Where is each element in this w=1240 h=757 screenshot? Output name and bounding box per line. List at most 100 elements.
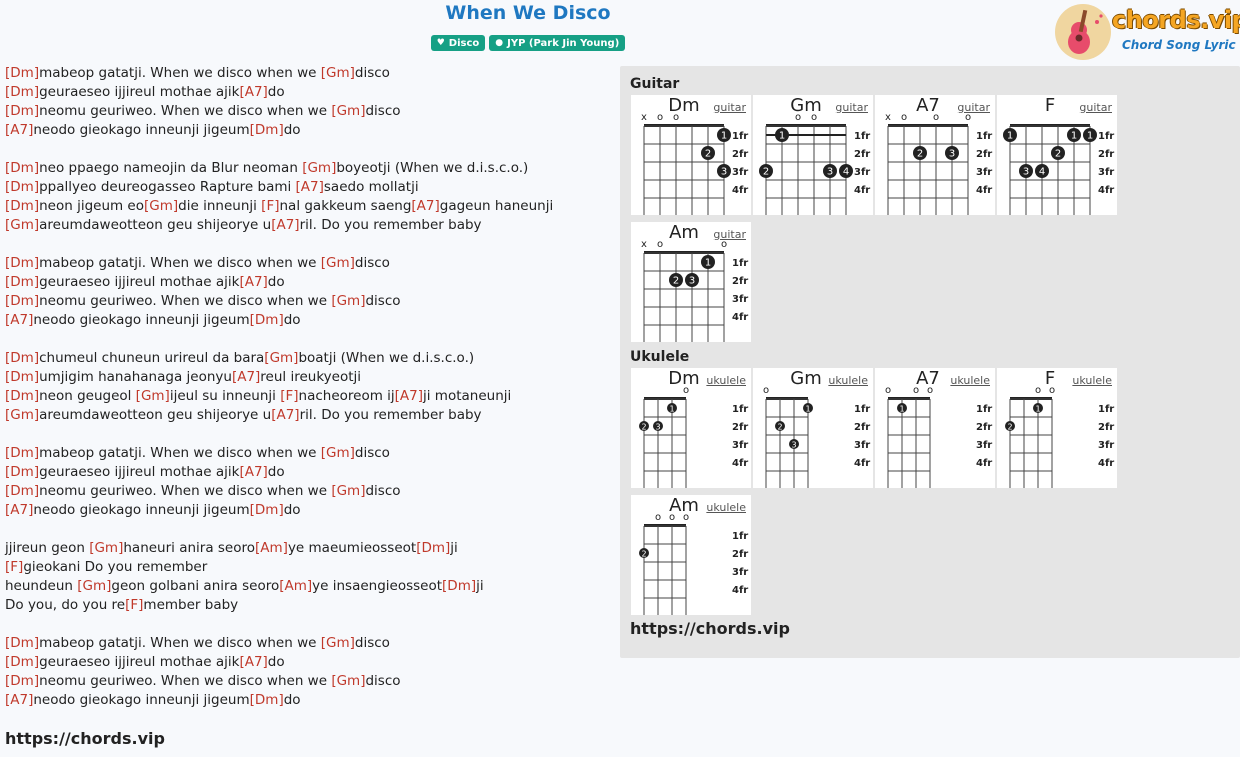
fret-number-label: 3fr [1098, 167, 1114, 178]
chord-instrument-link[interactable]: guitar [713, 101, 746, 114]
fret-number-label: 3fr [976, 440, 992, 451]
chord-link[interactable]: [A7] [239, 654, 268, 670]
chord-link[interactable]: [Gm] [331, 673, 366, 689]
chord-link[interactable]: [Gm] [320, 635, 355, 651]
finger-number: 1 [1071, 131, 1077, 142]
chord-link[interactable]: [A7] [5, 692, 34, 708]
footer-source-link[interactable]: https://chords.vip [5, 729, 165, 748]
lyric-text: disco [354, 445, 390, 461]
chord-link[interactable]: [A7] [271, 217, 300, 233]
panel-source-link[interactable]: https://chords.vip [630, 619, 790, 638]
chord-name: Gm [790, 368, 822, 389]
chord-link[interactable]: [A7] [239, 84, 268, 100]
chord-link[interactable]: [Dm] [5, 179, 40, 195]
chord-link[interactable]: [Dm] [5, 160, 40, 176]
chord-link[interactable]: [Gm] [5, 407, 40, 423]
lyric-text: die inneunji [178, 198, 262, 214]
finger-dot [1019, 164, 1033, 178]
chord-link[interactable]: [Dm] [5, 654, 40, 670]
chord-link[interactable]: [A7] [271, 407, 300, 423]
lyric-line: [Dm]neo ppaego nameojin da Blur neoman [… [5, 159, 605, 178]
chord-link[interactable]: [Dm] [5, 673, 40, 689]
chord-link[interactable]: [A7] [5, 502, 34, 518]
chord-link[interactable]: [Gm] [89, 540, 124, 556]
chord-link[interactable]: [Gm] [331, 483, 366, 499]
chord-link[interactable]: [Gm] [144, 198, 179, 214]
person-icon: ● [495, 38, 504, 48]
chord-link[interactable]: [Dm] [442, 578, 477, 594]
chord-link[interactable]: [Gm] [320, 445, 355, 461]
chord-link[interactable]: [Gm] [5, 217, 40, 233]
tag-artist[interactable]: ● JYP (Park Jin Young) [489, 35, 626, 51]
chord-link[interactable]: [Gm] [135, 388, 170, 404]
chord-link[interactable]: [Dm] [5, 255, 40, 271]
chord-link[interactable]: [Gm] [331, 103, 366, 119]
chord-link[interactable]: [Dm] [5, 445, 40, 461]
chord-link[interactable]: [A7] [5, 122, 34, 138]
chord-link[interactable]: [Dm] [416, 540, 451, 556]
tag-genre[interactable]: ♥ Disco [430, 35, 486, 51]
chord-link[interactable]: [Am] [279, 578, 313, 594]
chord-link[interactable]: [Dm] [5, 103, 40, 119]
chord-link[interactable]: [Dm] [5, 198, 40, 214]
lyric-text: disco [365, 483, 401, 499]
chord-link[interactable]: [Am] [255, 540, 288, 556]
chord-link[interactable]: [Dm] [5, 388, 40, 404]
chord-link[interactable]: [A7] [295, 179, 324, 195]
lyrics-block: [Dm]mabeop gatatji. When we disco when w… [5, 64, 605, 710]
chord-link[interactable]: [F] [125, 597, 144, 613]
chord-link[interactable]: [A7] [5, 312, 34, 328]
chord-link[interactable]: [A7] [231, 369, 261, 385]
chord-instrument-link[interactable]: ukulele [706, 374, 746, 387]
chord-instrument-link[interactable]: ukulele [1072, 374, 1112, 387]
chord-link[interactable]: [Gm] [320, 255, 355, 271]
chord-link[interactable]: [Dm] [249, 312, 284, 328]
chord-link[interactable]: [Dm] [5, 65, 40, 81]
chord-link[interactable]: [Dm] [5, 483, 40, 499]
chord-link[interactable]: [Gm] [331, 293, 366, 309]
chord-instrument-link[interactable]: guitar [1079, 101, 1112, 114]
chord-link[interactable]: [F] [261, 198, 280, 214]
chord-link[interactable]: [Dm] [5, 84, 40, 100]
site-logo[interactable]: chords.vip Chord Song Lyric [1052, 2, 1240, 64]
chord-link[interactable]: [F] [280, 388, 299, 404]
chord-link[interactable]: [A7] [239, 464, 268, 480]
chord-instrument-link[interactable]: ukulele [828, 374, 868, 387]
chord-link[interactable]: [Dm] [5, 464, 40, 480]
chord-link[interactable]: [Dm] [5, 369, 40, 385]
chord-link[interactable]: [Dm] [5, 274, 40, 290]
chord-link[interactable]: [Gm] [77, 578, 112, 594]
chord-instrument-link[interactable]: guitar [713, 228, 746, 241]
fret-number-label: 4fr [854, 185, 870, 196]
chord-instrument-link[interactable]: guitar [957, 101, 990, 114]
chord-link[interactable]: [A7] [411, 198, 440, 214]
chord-link[interactable]: [A7] [239, 274, 268, 290]
chord-instrument-link[interactable]: ukulele [706, 501, 746, 514]
chord-link[interactable]: [Dm] [249, 692, 284, 708]
chord-link[interactable]: [Gm] [264, 350, 299, 366]
chord-instrument-link[interactable]: ukulele [950, 374, 990, 387]
chord-link[interactable]: [F] [5, 559, 24, 575]
chord-link[interactable]: [A7] [394, 388, 424, 404]
chord-link[interactable]: [Gm] [302, 160, 337, 176]
chord-link[interactable]: [Gm] [320, 65, 355, 81]
lyric-line: [Dm]mabeop gatatji. When we disco when w… [5, 64, 605, 83]
chord-link[interactable]: [Dm] [249, 122, 284, 138]
chord-link[interactable]: [Dm] [5, 293, 40, 309]
lyric-text: neon jigeum eo [39, 198, 145, 214]
chord-instrument-link[interactable]: guitar [835, 101, 868, 114]
chord-link[interactable]: [Dm] [5, 350, 40, 366]
chord-link[interactable]: [Dm] [249, 502, 284, 518]
chord-link[interactable]: [Dm] [5, 635, 40, 651]
